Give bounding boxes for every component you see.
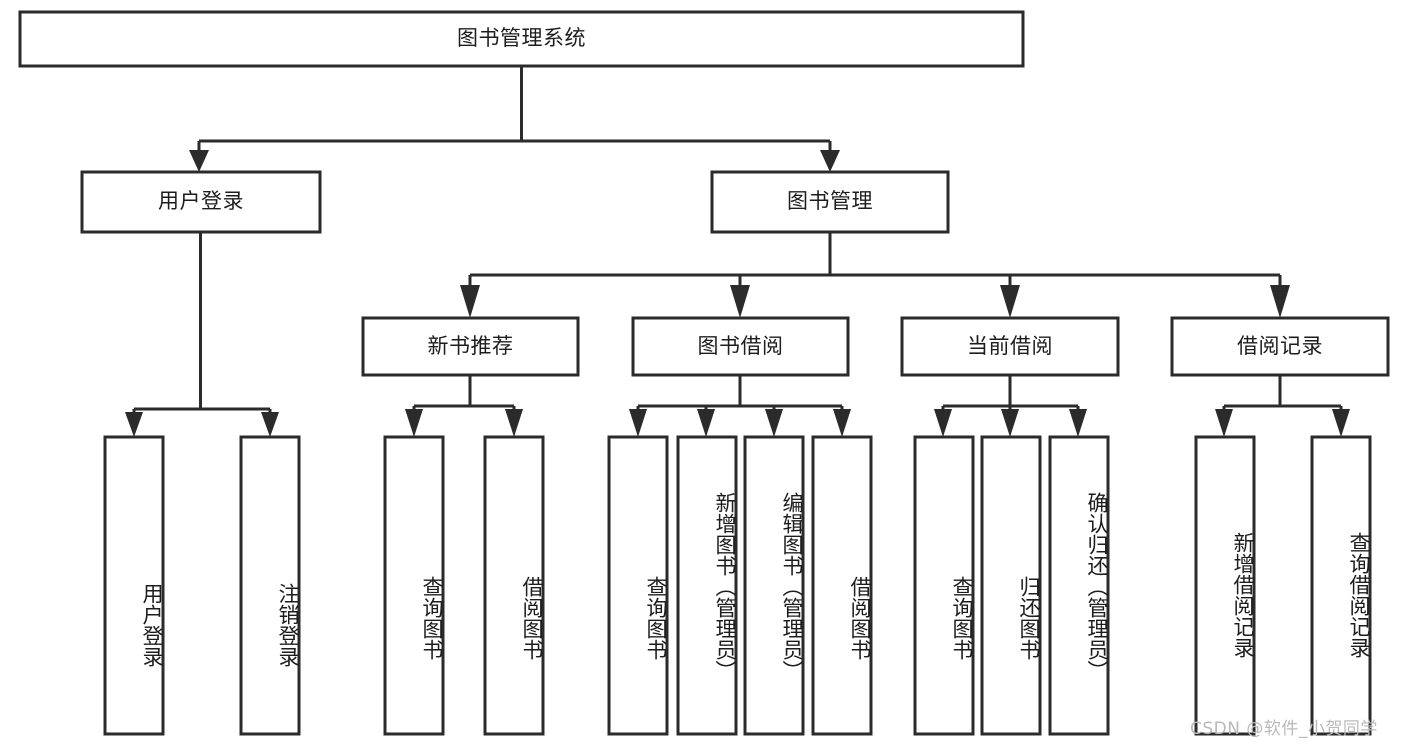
node-leaf-add-book-box[interactable] [676, 435, 738, 736]
node-leaf-return-book-box[interactable] [980, 435, 1042, 736]
arrowhead-leaf-add-record-icon [1215, 409, 1233, 437]
arrowhead-leaf-add-book-icon [697, 409, 715, 437]
node-book-borrow-box[interactable] [631, 316, 850, 377]
arrowhead-leaf-return-book-icon [1001, 409, 1019, 437]
node-borrow-record-box[interactable] [1170, 316, 1390, 377]
arrowhead-current-borrow-icon [1000, 285, 1020, 318]
node-leaf-logout-box[interactable] [239, 435, 301, 736]
arrowhead-leaf-query-book-2-icon [629, 409, 647, 437]
node-current-borrow-box[interactable] [900, 316, 1120, 377]
arrowhead-book-manage-icon [820, 150, 840, 172]
arrowhead-leaf-logout-icon [261, 412, 279, 437]
node-root-box[interactable] [18, 10, 1025, 68]
node-leaf-borrow-book-2-box[interactable] [811, 435, 873, 736]
node-leaf-query-book-2-box[interactable] [607, 435, 669, 736]
arrowhead-leaf-query-book-1-icon [405, 409, 423, 437]
arrowhead-leaf-confirm-return-icon [1069, 409, 1087, 437]
arrowhead-book-borrow-icon [730, 285, 750, 318]
arrowhead-leaf-user-login-icon [125, 412, 143, 437]
arrowhead-borrow-record-icon [1270, 285, 1290, 318]
arrowhead-new-book-rec-icon [460, 285, 480, 318]
node-user-login-box[interactable] [80, 170, 322, 234]
node-leaf-query-book-3-box[interactable] [913, 435, 975, 736]
arrowhead-leaf-borrow-book-1-icon [505, 409, 523, 437]
arrowhead-user-login-icon [189, 150, 209, 172]
node-leaf-user-login-box[interactable] [103, 435, 165, 736]
arrowhead-leaf-query-book-3-icon [934, 409, 952, 437]
node-leaf-borrow-book-1-box[interactable] [483, 435, 545, 736]
node-leaf-confirm-return-box[interactable] [1048, 435, 1110, 736]
node-leaf-edit-book-box[interactable] [743, 435, 805, 736]
node-leaf-add-record-box[interactable] [1194, 435, 1256, 736]
arrowhead-leaf-borrow-book-2-icon [833, 409, 851, 437]
node-leaf-query-record-box[interactable] [1310, 435, 1372, 736]
node-book-manage-box[interactable] [710, 170, 950, 234]
node-leaf-query-book-1-box[interactable] [383, 435, 445, 736]
node-new-book-rec-box[interactable] [361, 316, 580, 377]
arrowhead-leaf-edit-book-icon [765, 409, 783, 437]
arrowhead-leaf-query-record-icon [1332, 409, 1350, 437]
